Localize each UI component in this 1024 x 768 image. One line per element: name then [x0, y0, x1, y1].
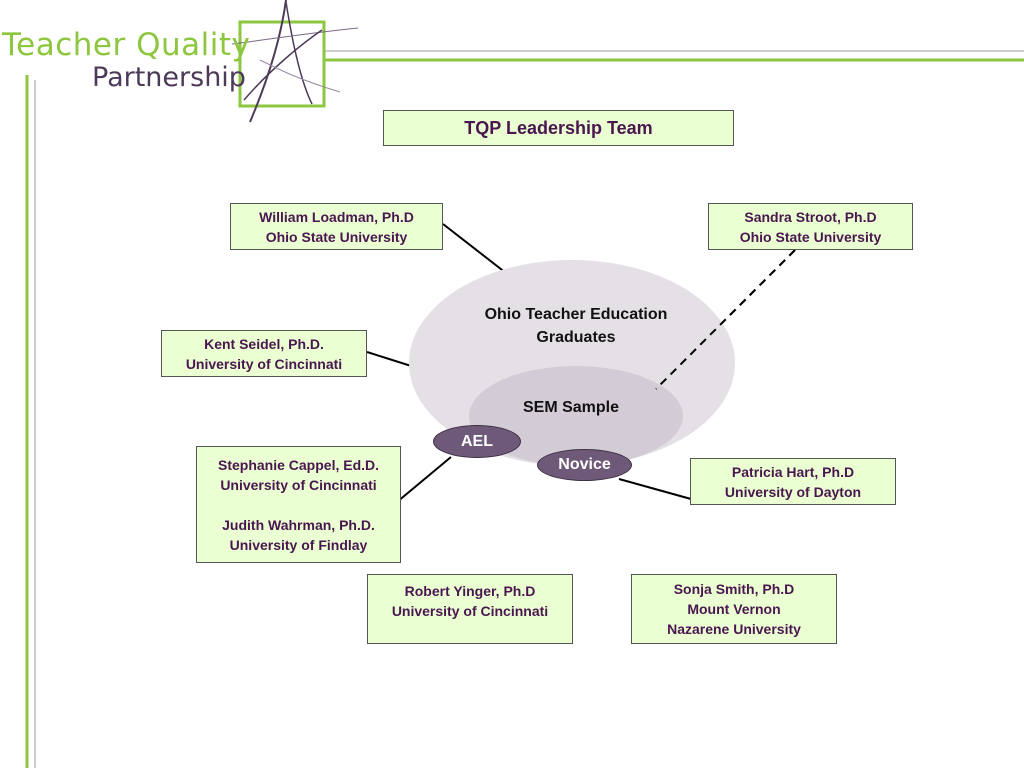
- connector-stroot-dashed-top: [655, 249, 796, 390]
- person-org: University of Dayton: [724, 483, 862, 500]
- person-org: University of Cincinnati: [391, 603, 549, 619]
- outer-oval-label-line2: Graduates: [536, 329, 616, 346]
- person-org-line1: Mount Vernon: [687, 601, 781, 617]
- person-box-smith: Sonja Smith, Ph.D Mount Vernon Nazarene …: [631, 574, 837, 644]
- page-title: TQP Leadership Team: [383, 110, 734, 146]
- outer-oval-label: Ohio Teacher Education Graduates: [452, 303, 700, 349]
- page-title-text: TQP Leadership Team: [464, 118, 653, 138]
- person-org: Ohio State University: [265, 228, 408, 245]
- person-org: University of Cincinnati: [220, 476, 377, 493]
- person-name: Judith Wahrman, Ph.D.: [222, 516, 375, 533]
- person-box-seidel: Kent Seidel, Ph.D. University of Cincinn…: [161, 330, 367, 377]
- person-name: Sandra Stroot, Ph.D: [744, 208, 877, 225]
- ael-pill-label: AEL: [461, 432, 493, 450]
- ael-pill: AEL: [433, 425, 521, 458]
- person-box-hart: Patricia Hart, Ph.D University of Dayton: [690, 458, 896, 505]
- inner-oval-sem-sample: [469, 366, 683, 466]
- novice-pill: Novice: [537, 449, 632, 481]
- connector-hart: [618, 478, 692, 500]
- person-org: University of Findlay: [229, 536, 368, 553]
- person-box-yinger: Robert Yinger, Ph.D University of Cincin…: [367, 574, 573, 644]
- logo-text-line2: Partnership: [92, 62, 246, 93]
- person-org-line2: Nazarene University: [667, 621, 801, 637]
- person-name: Kent Seidel, Ph.D.: [204, 335, 324, 352]
- logo-text-line1: Teacher Quality: [2, 27, 251, 63]
- connector-cappel: [396, 456, 452, 503]
- person-box-stroot: Sandra Stroot, Ph.D Ohio State Universit…: [708, 203, 913, 250]
- connector-loadman: [442, 223, 507, 274]
- person-name: Patricia Hart, Ph.D: [731, 463, 855, 480]
- person-box-loadman: William Loadman, Ph.D Ohio State Univers…: [230, 203, 443, 250]
- novice-pill-label: Novice: [558, 456, 611, 473]
- person-name: Stephanie Cappel, Ed.D.: [217, 456, 380, 473]
- person-name: Robert Yinger, Ph.D: [404, 583, 536, 599]
- person-name: Sonja Smith, Ph.D: [673, 581, 795, 597]
- spacer: [197, 495, 400, 515]
- person-org: University of Cincinnati: [185, 355, 343, 372]
- person-org: Ohio State University: [739, 228, 882, 245]
- person-box-cappel-wahrman: Stephanie Cappel, Ed.D. University of Ci…: [196, 446, 401, 563]
- outer-oval-label-line1: Ohio Teacher Education: [484, 306, 668, 323]
- logo-mark-icon: [231, 0, 359, 123]
- person-name: William Loadman, Ph.D: [259, 208, 414, 225]
- inner-oval-label: SEM Sample: [522, 399, 620, 416]
